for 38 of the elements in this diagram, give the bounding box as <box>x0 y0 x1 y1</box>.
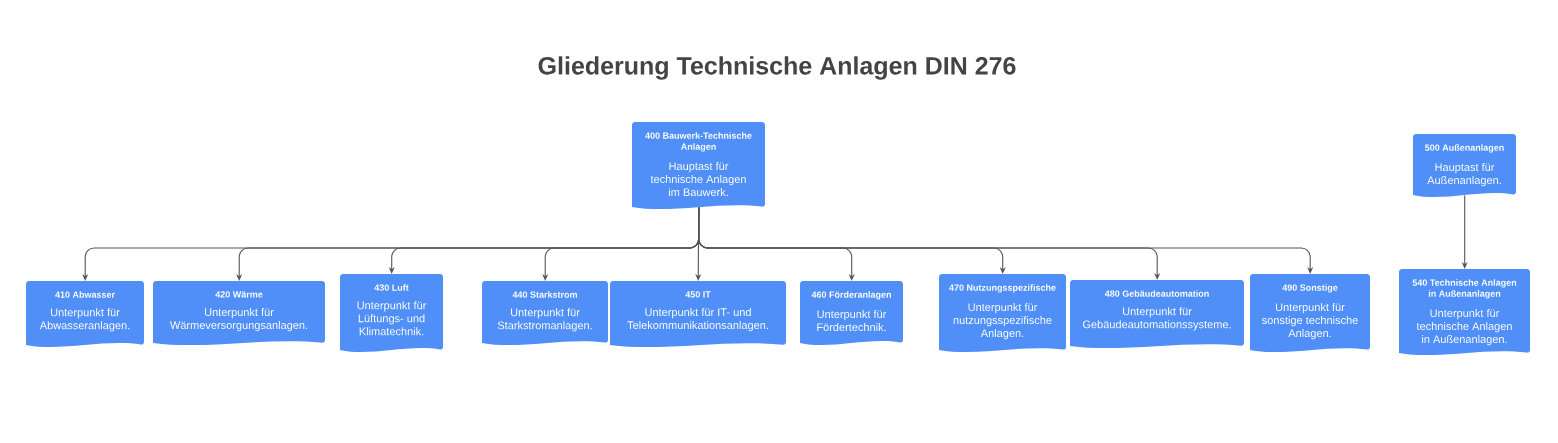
box-heading: 400 Bauwerk-Technische Anlagen <box>645 132 752 152</box>
box-heading: 460 Förderanlagen <box>811 291 891 300</box>
document-box <box>1413 134 1516 198</box>
document-box <box>482 281 608 346</box>
box-text: Unterpunkt für Starkstromanlagen. <box>497 308 592 332</box>
box-heading: 470 Nutzungsspezifische <box>949 284 1056 293</box>
document-box <box>153 281 325 346</box>
box-text: Unterpunkt für Gebäudeautomationssysteme. <box>1082 307 1231 331</box>
box-heading: 480 Gebäudeautomation <box>1104 290 1209 297</box>
box-heading: 410 Abwasser <box>55 291 115 298</box>
box-text: Unterpunkt für nutzungsspezifische Anlagen. <box>953 303 1052 340</box>
box-text: Unterpunkt für Lüftungs- und Klimatechnik. <box>357 301 427 336</box>
title: Gliederung Technische Anlagen DIN 276 <box>538 56 1016 80</box>
box-text: Unterpunkt für IT- und Telekommunikationsanlagen. <box>627 307 768 332</box>
arrow <box>698 206 1314 274</box>
box-heading: 440 Starkstrom <box>512 291 577 298</box>
box-text: Unterpunkt für Wärmeversorgungsanlagen. <box>169 307 308 332</box>
box-text: Unterpunkt für sonstige technische Anlagen. <box>1262 303 1358 340</box>
document-box <box>1250 274 1370 353</box>
box-heading: 540 Technische Anlagen in Außenanlagen <box>1412 279 1517 299</box>
box-text: Hauptast für Außenanlagen. <box>1427 163 1501 187</box>
box-text: Unterpunkt für technische Anlagen in Außenanlagen. <box>1416 309 1512 346</box>
box-text: Unterpunkt für Abwasseranlagen. <box>39 308 130 332</box>
box-text: Unterpunkt für Fördertechnik. <box>817 310 887 332</box>
document-box <box>1070 280 1244 349</box>
box-heading: 420 Wärme <box>215 291 263 298</box>
box-heading: 500 Außenanlagen <box>1425 144 1504 153</box>
document-box <box>1399 269 1530 356</box>
document-box <box>610 281 786 348</box>
document-box <box>939 274 1066 353</box>
document-box <box>800 281 903 346</box>
box-heading: 490 Sonstige <box>1282 284 1338 293</box>
box-heading: 450 IT <box>685 291 711 298</box>
box-text: Hauptast für technische Anlagen im Bauwerk. <box>650 162 746 197</box>
document-box <box>632 122 765 210</box>
document-box <box>26 281 144 348</box>
document-box <box>340 274 443 353</box>
box-heading: 430 Luft <box>374 284 409 291</box>
